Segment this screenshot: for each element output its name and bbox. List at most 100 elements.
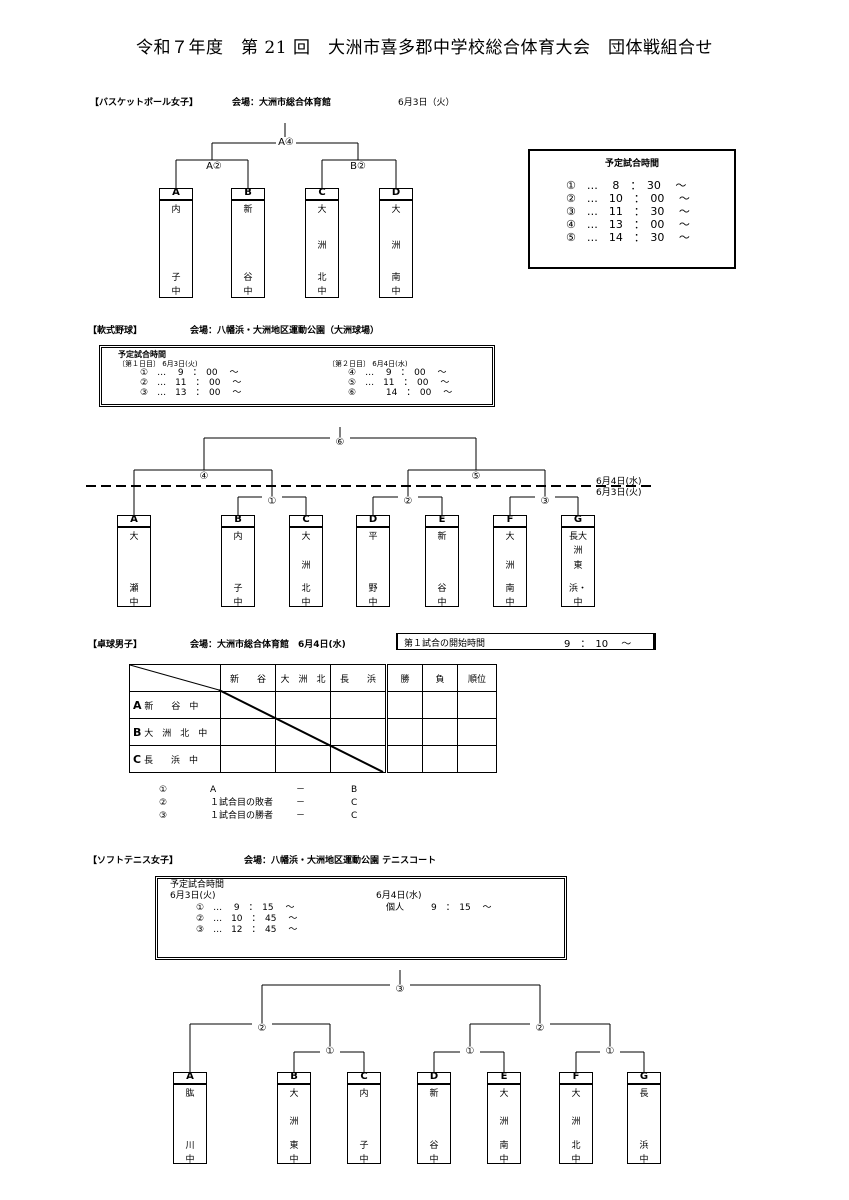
team-name-char: 長大 (568, 532, 587, 542)
team-name-char: 洲 (573, 546, 583, 556)
team-letter-divider (559, 1083, 593, 1085)
team-name-char: 川 (185, 1141, 195, 1151)
basketball-schedule-5: ⑤ … 14 ： 30 ～ (566, 231, 690, 244)
team-letter: G (573, 514, 583, 525)
team-name-char: 洲 (317, 241, 327, 251)
team-name-char: 大 (571, 1089, 581, 1099)
team-name-char: 大 (505, 532, 515, 542)
team-name-char: 新 (243, 205, 253, 215)
softtennis-day1-2: ② … 10 ： 45 ～ (196, 914, 298, 924)
team-name-char: 野 (368, 584, 378, 594)
softtennis-match1-label: ① (320, 1046, 340, 1057)
result-cell (330, 691, 388, 719)
team-name-char: 子 (171, 273, 181, 283)
team-name-char: 南 (499, 1141, 509, 1151)
softtennis-day2-1: 個人 9 ： 15 ～ (386, 903, 492, 913)
team-letter: B (290, 1071, 298, 1082)
team-letter: D (429, 1071, 439, 1082)
team-name-char: 中 (437, 598, 447, 608)
team-box (487, 1072, 521, 1164)
row-letter: A (133, 698, 142, 712)
team-letter: E (500, 1071, 508, 1082)
match-left: １試合目の勝者 (210, 811, 274, 821)
team-name-char: 中 (429, 1155, 439, 1165)
team-name-char: 洲 (571, 1117, 581, 1127)
team-letter-divider (561, 526, 595, 528)
team-box (289, 515, 323, 607)
team-letter: E (438, 514, 446, 525)
match-dash: － (296, 811, 306, 821)
team-name-char: 中 (499, 1155, 509, 1165)
basketball-venue: 会場：大洲市総合体育館 (232, 98, 332, 108)
team-name-char: 中 (301, 598, 311, 608)
team-name-char: 中 (505, 598, 515, 608)
team-letter-divider (305, 199, 339, 201)
baseball-schedule-box: 予定試合時間 〔第１日目〕 6月3日(火) ① … 9 ： 00 ～ ② … 1… (99, 345, 495, 407)
baseball-day2-3: ⑥ 14 ： 00 ～ (348, 388, 453, 398)
baseball-day1-2: ② … 11 ： 00 ～ (140, 378, 242, 388)
rank-cell (457, 718, 497, 746)
team-name-char: 中 (289, 1155, 299, 1165)
baseball-heading: 【軟式野球】 (88, 326, 143, 336)
team-name-char: 北 (571, 1141, 581, 1151)
team-name-char: 洲 (301, 561, 311, 571)
basketball-final-label: A④ (276, 137, 296, 148)
team-name-char: 中 (368, 598, 378, 608)
softtennis-right-semi-label: ② (530, 1023, 550, 1034)
tabletennis-col-win: 勝 (386, 664, 423, 692)
team-box (379, 188, 413, 298)
row-team: 大 洲 北 中 (144, 728, 208, 739)
row-team: 長 浜 中 (143, 755, 198, 766)
team-name-char: 谷 (243, 273, 253, 283)
softtennis-match3-label: ① (600, 1046, 620, 1057)
result-cell (275, 745, 331, 773)
team-letter: F (506, 514, 514, 525)
team-letter: A (130, 514, 138, 525)
row-letter: B (133, 725, 142, 739)
softtennis-day2-label: 6月4日(水) (376, 891, 422, 901)
baseball-day1-label: 〔第１日目〕 6月3日(火) (118, 360, 198, 368)
team-letter-divider (487, 1083, 521, 1085)
team-name-char: 洲 (391, 241, 401, 251)
basketball-schedule-title: 予定試合時間 (604, 159, 659, 169)
team-letter: D (391, 187, 401, 198)
basketball-schedule-2: ② … 10 ： 00 ～ (566, 192, 690, 205)
team-name-char: 大 (317, 205, 327, 215)
team-name-char: 東 (573, 561, 583, 571)
row-letter: C (133, 752, 142, 766)
table-row: B 大 洲 北 中 (129, 718, 497, 746)
baseball-match1-label: ① (262, 496, 282, 507)
team-name-char: 中 (573, 598, 583, 608)
tabletennis-start-label: 第１試合の開始時間 (404, 639, 486, 649)
match-left: １試合目の敗者 (210, 798, 274, 808)
team-name-char: 大 (499, 1089, 509, 1099)
loss-cell (422, 718, 458, 746)
team-name-char: 浜 (639, 1141, 649, 1151)
baseball-day2-2: ⑤ … 11 ： 00 ～ (348, 378, 450, 388)
tabletennis-start-time: 9 ： 10 ～ (564, 639, 632, 650)
team-letter: B (244, 187, 252, 198)
team-name-char: 谷 (437, 584, 447, 594)
match-right: B (351, 785, 358, 795)
baseball-match2-label: ② (398, 496, 418, 507)
baseball-left-semi-label: ④ (194, 471, 214, 482)
team-name-char: 大 (391, 205, 401, 215)
tabletennis-heading: 【卓球男子】 (88, 640, 143, 650)
baseball-day1-3: ③ … 13 ： 00 ～ (140, 388, 242, 398)
baseball-final-label: ⑥ (330, 437, 350, 448)
team-name-char: 子 (233, 584, 243, 594)
team-box (356, 515, 390, 607)
team-name-char: 洲 (499, 1117, 509, 1127)
team-box (305, 188, 339, 298)
rank-cell (457, 745, 497, 773)
team-name-char: 中 (129, 598, 139, 608)
team-box (561, 515, 595, 607)
baseball-right-semi-label: ⑤ (466, 471, 486, 482)
baseball-schedule-title: 予定試合時間 (118, 350, 166, 359)
team-letter: G (639, 1071, 649, 1082)
team-name-char: 中 (185, 1155, 195, 1165)
team-letter: D (368, 514, 378, 525)
softtennis-venue: 会場：八幡浜・大洲地区運動公園 テニスコート (244, 856, 437, 866)
